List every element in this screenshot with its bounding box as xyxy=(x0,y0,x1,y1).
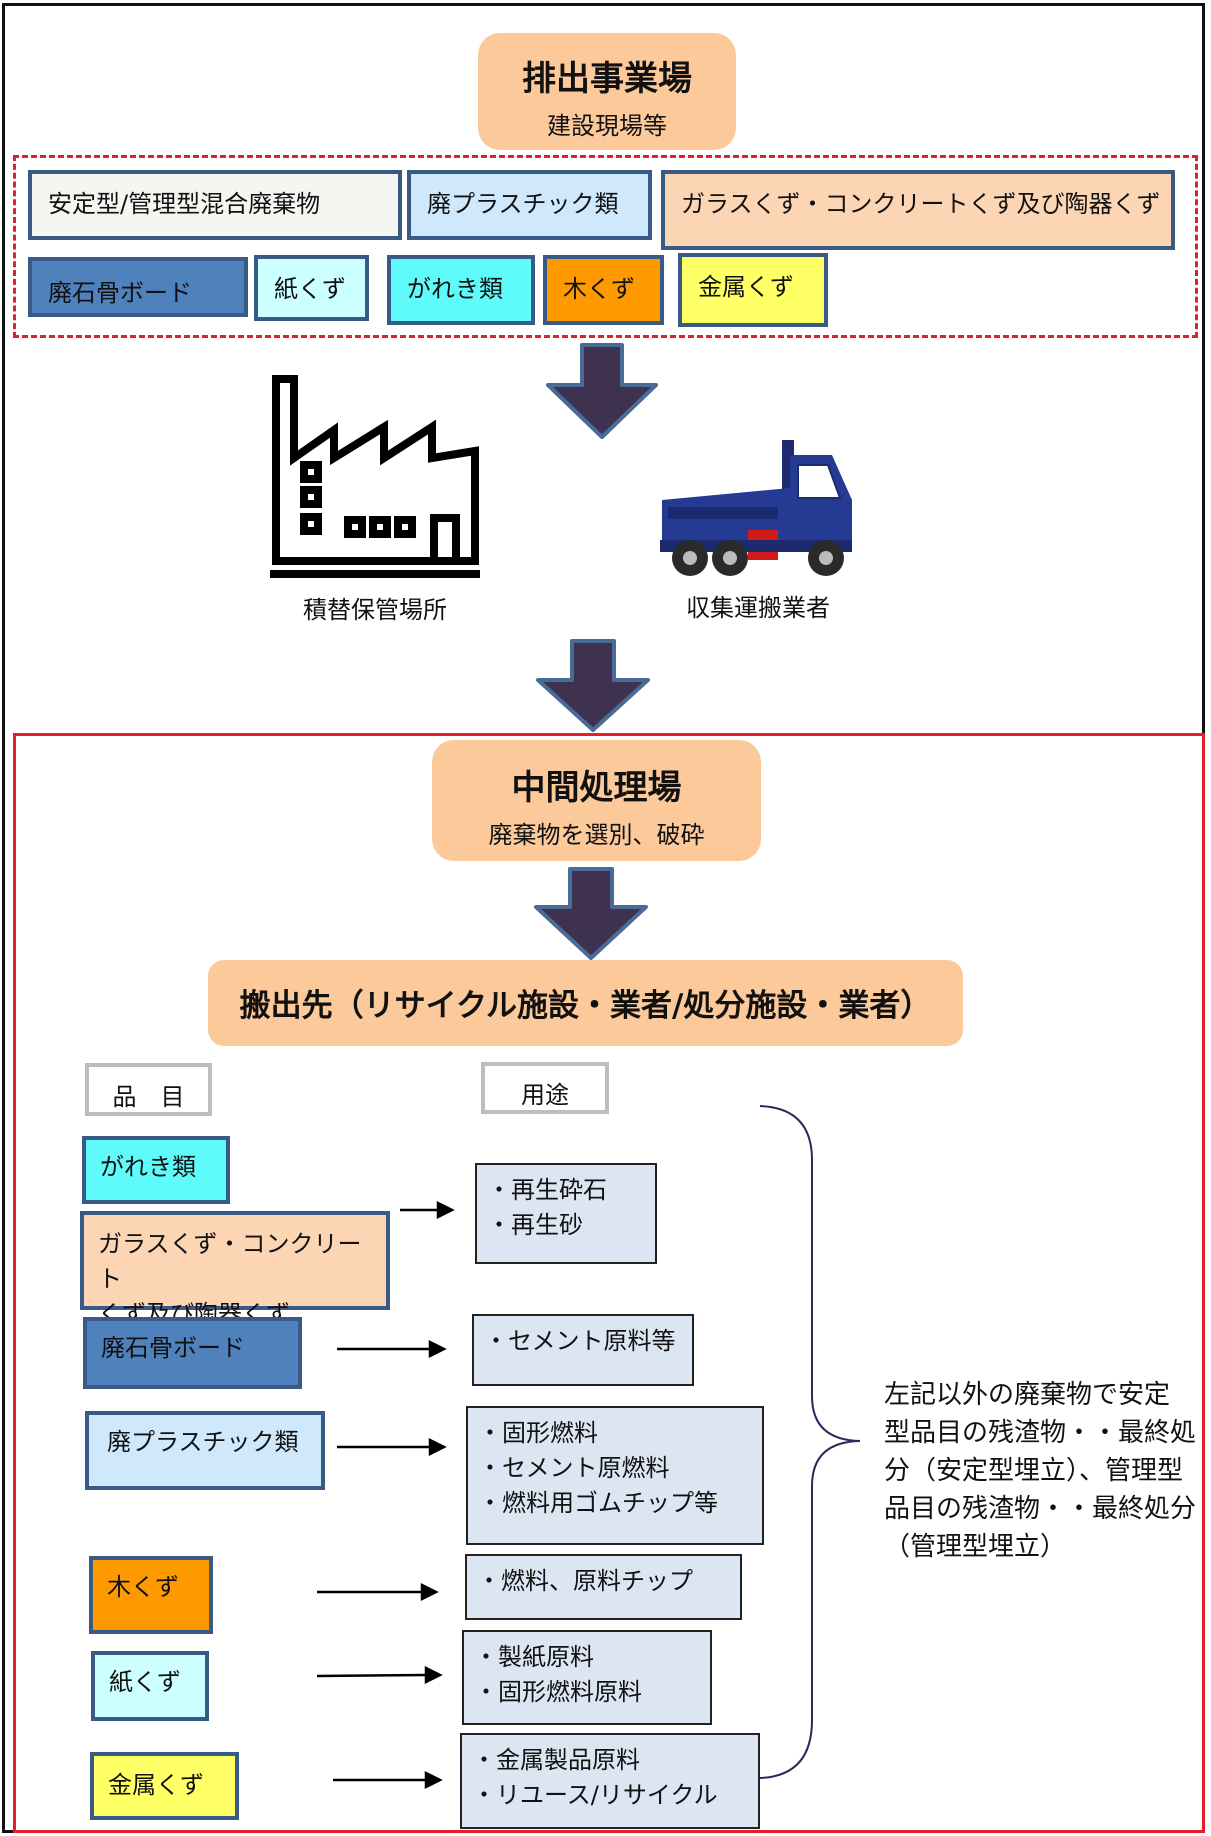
source-title: 排出事業場 xyxy=(522,59,692,99)
waste-mixed: 安定型/管理型混合廃棄物 xyxy=(28,170,402,240)
use-metal-material: ・金属製品原料 ・リユース/リサイクル xyxy=(460,1733,760,1829)
factory-icon xyxy=(270,375,480,578)
item-rubble: がれき類 xyxy=(82,1136,230,1204)
storage-label: 積替保管場所 xyxy=(303,596,447,624)
use-header: 用途 xyxy=(481,1062,609,1114)
use-line: ・セメント原燃料 xyxy=(478,1454,670,1482)
intermediate-box: 中間処理場 廃棄物を選別、破砕 xyxy=(432,740,761,861)
residue-note: 左記以外の廃棄物で安定 型品目の残渣物・・最終処 分（安定型埋立）、管理型 品目… xyxy=(884,1380,1197,1562)
destination-title: 搬出先（リサイクル施設・業者/処分施設・業者） xyxy=(239,988,932,1024)
source-box: 排出事業場 建設現場等 xyxy=(478,33,736,150)
arrow-row-2 xyxy=(337,1339,447,1359)
use-line: ・固形燃料原料 xyxy=(474,1678,642,1706)
waste-wood: 木くず xyxy=(543,255,664,325)
arrow-row-4 xyxy=(317,1582,439,1602)
waste-plastic: 廃プラスチック類 xyxy=(407,170,652,240)
item-glass-concrete: ガラスくず・コンクリート くず及び陶器くず xyxy=(80,1211,390,1328)
arrow-row-3 xyxy=(337,1437,447,1457)
waste-paper: 紙くず xyxy=(254,255,369,321)
waste-metal: 金属くず xyxy=(678,253,828,327)
item-header: 品 目 xyxy=(85,1063,212,1116)
use-line: ・リユース/リサイクル xyxy=(472,1781,718,1809)
arrow-row-5 xyxy=(316,1665,443,1685)
item-wood: 木くず xyxy=(89,1556,213,1634)
item-metal: 金属くず xyxy=(90,1752,239,1820)
arrow-row-1 xyxy=(400,1200,455,1220)
use-line: ・再生砂 xyxy=(487,1211,583,1239)
intermediate-title: 中間処理場 xyxy=(511,768,682,808)
right-brace xyxy=(759,1105,861,1779)
item-plastic: 廃プラスチック類 xyxy=(85,1411,325,1490)
item-gypsum-board: 廃石骨ボード xyxy=(83,1317,302,1389)
down-arrow-3 xyxy=(534,867,648,960)
use-paper-material: ・製紙原料 ・固形燃料原料 xyxy=(462,1630,712,1725)
waste-glass-concrete: ガラスくず・コンクリートくず及び陶器くず xyxy=(661,170,1175,250)
item-paper: 紙くず xyxy=(91,1651,209,1721)
use-line: ・金属製品原料 xyxy=(472,1746,640,1774)
use-wood-chip: ・燃料、原料チップ xyxy=(465,1554,742,1620)
waste-types-area xyxy=(13,155,1198,338)
down-arrow-2 xyxy=(536,639,650,732)
processing-area xyxy=(13,733,1205,1833)
use-line: ・再生砕石 xyxy=(487,1176,607,1204)
use-recycled-stone: ・再生砕石 ・再生砂 xyxy=(475,1163,657,1264)
destination-box: 搬出先（リサイクル施設・業者/処分施設・業者） xyxy=(208,960,963,1046)
use-line: ・製紙原料 xyxy=(474,1643,594,1671)
use-line: ・セメント原料等 xyxy=(484,1327,676,1355)
use-fuel: ・固形燃料 ・セメント原燃料 ・燃料用ゴムチップ等 xyxy=(466,1406,764,1545)
truck-icon xyxy=(660,440,852,576)
use-cement: ・セメント原料等 xyxy=(472,1314,694,1386)
use-line: ・固形燃料 xyxy=(478,1419,598,1447)
collector-label: 収集運搬業者 xyxy=(686,594,830,622)
waste-gypsum-board: 廃石骨ボード xyxy=(28,257,248,317)
intermediate-subtitle: 廃棄物を選別、破砕 xyxy=(488,821,705,849)
use-line: ・燃料用ゴムチップ等 xyxy=(478,1489,718,1517)
source-subtitle: 建設現場等 xyxy=(547,112,667,140)
arrow-row-6 xyxy=(333,1770,443,1790)
waste-rubble: がれき類 xyxy=(387,255,535,325)
use-line: ・燃料、原料チップ xyxy=(477,1567,693,1595)
down-arrow-1 xyxy=(546,343,658,439)
